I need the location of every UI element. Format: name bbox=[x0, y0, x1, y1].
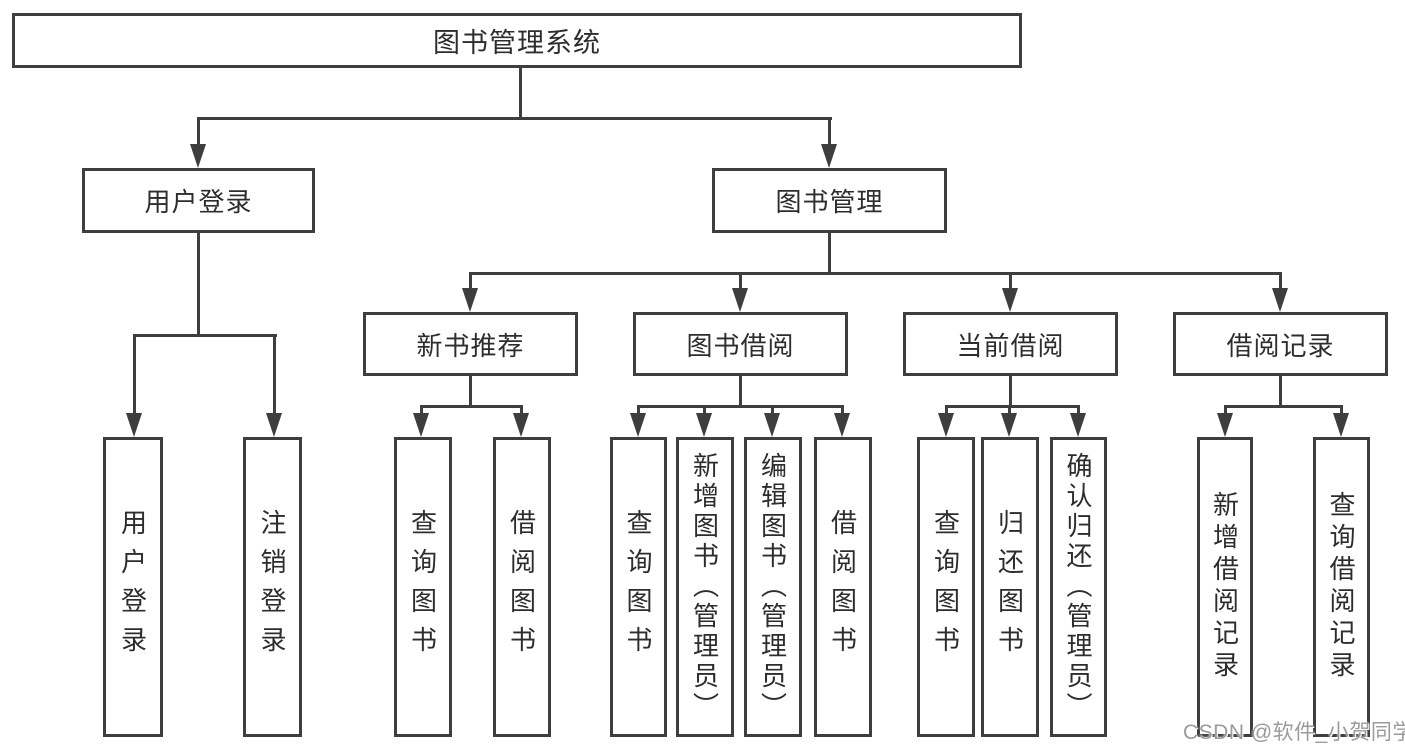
connector-leaf-stub bbox=[637, 405, 640, 415]
connector-book-borrowing-bar bbox=[637, 405, 844, 408]
arrow-down-icon bbox=[1001, 413, 1017, 437]
connector-leaf-stub bbox=[1340, 405, 1343, 415]
connector-book-management-stem bbox=[828, 233, 831, 274]
leaf-query-book-borrowing: 查询图书 bbox=[610, 437, 667, 737]
arrow-down-icon bbox=[126, 413, 142, 437]
leaf-return-book-label: 归还图书 bbox=[994, 509, 1025, 665]
node-borrow-records-label: 借阅记录 bbox=[1226, 330, 1335, 361]
connector-to-borrow-records bbox=[1279, 272, 1282, 290]
connector-to-book-borrowing bbox=[739, 272, 742, 290]
connector-to-book-management bbox=[828, 117, 831, 146]
leaf-borrow-book-label: 借阅图书 bbox=[827, 509, 858, 665]
connector-current-borrowing-stem bbox=[1009, 376, 1012, 406]
arrow-down-icon bbox=[1333, 413, 1349, 437]
node-current-borrowing-label: 当前借阅 bbox=[956, 330, 1065, 361]
node-book-management: 图书管理 bbox=[712, 168, 947, 233]
leaf-confirm-return-admin: 确认归还（管理员） bbox=[1050, 437, 1107, 737]
leaf-confirm-return-admin-label: 确认归还（管理员） bbox=[1063, 452, 1093, 722]
connector-to-leaf-logout bbox=[273, 334, 276, 414]
leaf-query-book-borrowing-label: 查询图书 bbox=[623, 509, 653, 665]
connector-user-login-bar bbox=[134, 334, 277, 337]
connector-to-current-borrowing bbox=[1009, 272, 1012, 290]
node-book-management-label: 图书管理 bbox=[775, 187, 884, 217]
arrow-down-icon bbox=[1070, 413, 1086, 437]
connector-to-leaf-user-login bbox=[133, 334, 136, 414]
arrow-down-icon bbox=[1272, 288, 1288, 312]
leaf-add-book-admin: 新增图书（管理员） bbox=[676, 437, 734, 737]
node-user-login: 用户登录 bbox=[82, 168, 315, 233]
node-library-system-label: 图书管理系统 bbox=[433, 28, 601, 58]
arrow-down-icon bbox=[630, 413, 646, 437]
connector-borrow-records-bar bbox=[1224, 405, 1343, 408]
node-user-login-label: 用户登录 bbox=[144, 187, 253, 217]
arrow-down-icon bbox=[413, 413, 429, 437]
arrow-down-icon bbox=[462, 288, 478, 312]
arrow-down-icon bbox=[190, 144, 206, 168]
arrow-down-icon bbox=[938, 413, 954, 437]
leaf-add-book-admin-label: 新增图书（管理员） bbox=[689, 452, 720, 722]
arrow-down-icon bbox=[513, 413, 529, 437]
csdn-watermark: CSDN @软件_小贺同学 bbox=[1183, 721, 1405, 744]
leaf-add-borrow-record-label: 新增借阅记录 bbox=[1209, 491, 1240, 683]
connector-leaf-stub bbox=[1224, 405, 1227, 415]
connector-to-new-book bbox=[469, 272, 472, 290]
connector-leaf-stub bbox=[945, 405, 948, 415]
node-borrow-records: 借阅记录 bbox=[1173, 312, 1388, 376]
connector-book-management-bar bbox=[469, 272, 1282, 275]
leaf-add-borrow-record: 新增借阅记录 bbox=[1197, 437, 1253, 737]
leaf-query-book-recommend: 查询图书 bbox=[394, 437, 452, 737]
leaf-edit-book-admin-label: 编辑图书（管理员） bbox=[757, 452, 788, 722]
connector-root-stem bbox=[519, 67, 522, 117]
node-new-book-recommend: 新书推荐 bbox=[363, 312, 578, 376]
connector-leaf-stub bbox=[771, 405, 774, 415]
connector-new-book-stem bbox=[469, 376, 472, 407]
connector-borrow-records-stem bbox=[1279, 376, 1282, 406]
connector-leaf-stub bbox=[841, 405, 844, 415]
connector-new-book-bar bbox=[420, 405, 523, 408]
connector-to-user-login bbox=[197, 117, 200, 146]
connector-leaf-stub bbox=[1008, 405, 1011, 415]
arrow-down-icon bbox=[1217, 413, 1233, 437]
arrow-down-icon bbox=[764, 413, 780, 437]
arrow-down-icon bbox=[266, 413, 282, 437]
leaf-logout-label: 注销登录 bbox=[257, 509, 287, 665]
connector-leaf-stub bbox=[420, 405, 423, 415]
arrow-down-icon bbox=[1002, 288, 1018, 312]
node-new-book-recommend-label: 新书推荐 bbox=[416, 330, 525, 361]
leaf-user-login: 用户登录 bbox=[103, 437, 163, 737]
leaf-query-borrow-record: 查询借阅记录 bbox=[1313, 437, 1370, 737]
connector-leaf-stub bbox=[520, 405, 523, 415]
leaf-user-login-label: 用户登录 bbox=[117, 509, 148, 665]
arrow-down-icon bbox=[732, 288, 748, 312]
leaf-borrow-book-recommend-label: 借阅图书 bbox=[506, 509, 537, 665]
connector-user-login-stem bbox=[197, 233, 200, 336]
node-library-system: 图书管理系统 bbox=[12, 13, 1022, 68]
leaf-query-book-current-label: 查询图书 bbox=[930, 509, 961, 665]
leaf-edit-book-admin: 编辑图书（管理员） bbox=[744, 437, 802, 737]
node-current-borrowing: 当前借阅 bbox=[903, 312, 1118, 376]
leaf-query-book-recommend-label: 查询图书 bbox=[407, 509, 438, 665]
connector-leaf-stub bbox=[1077, 405, 1080, 415]
connector-book-borrowing-stem bbox=[739, 376, 742, 406]
leaf-return-book: 归还图书 bbox=[981, 437, 1039, 737]
arrow-down-icon bbox=[834, 413, 850, 437]
leaf-query-borrow-record-label: 查询借阅记录 bbox=[1326, 491, 1356, 683]
connector-leaf-stub bbox=[703, 405, 706, 415]
node-book-borrowing: 图书借阅 bbox=[633, 312, 848, 376]
connector-root-bar bbox=[197, 117, 832, 120]
connector-current-borrowing-bar bbox=[945, 405, 1080, 408]
leaf-borrow-book: 借阅图书 bbox=[814, 437, 872, 737]
arrow-down-icon bbox=[696, 413, 712, 437]
leaf-logout: 注销登录 bbox=[243, 437, 302, 737]
node-book-borrowing-label: 图书借阅 bbox=[686, 330, 795, 361]
leaf-borrow-book-recommend: 借阅图书 bbox=[493, 437, 551, 737]
arrow-down-icon bbox=[821, 144, 837, 168]
leaf-query-book-current: 查询图书 bbox=[917, 437, 975, 737]
